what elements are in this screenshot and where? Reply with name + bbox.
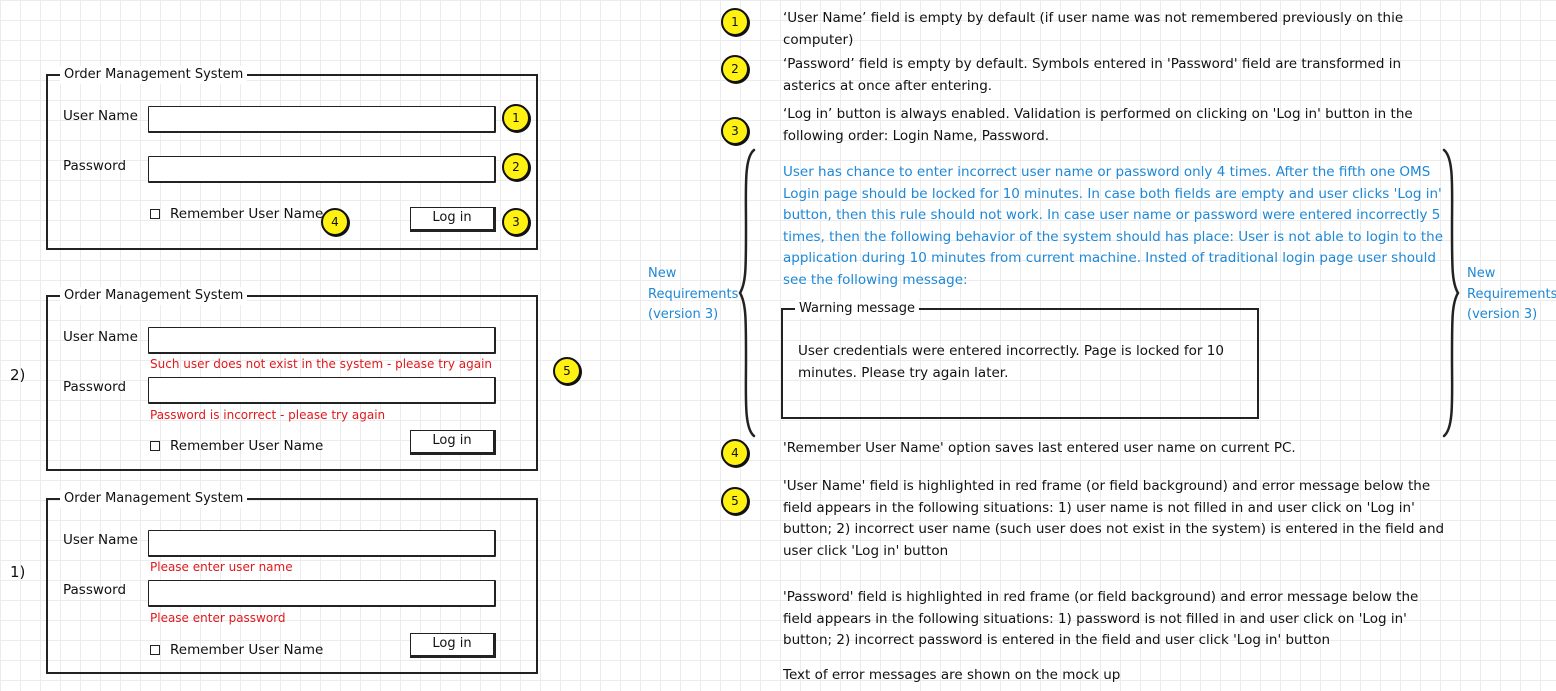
- panel-title: Order Management System: [60, 66, 248, 84]
- remember-checkbox[interactable]: [150, 441, 160, 451]
- user-name-input[interactable]: [148, 327, 496, 354]
- password-input[interactable]: [148, 156, 496, 183]
- login-panel-default: Order Management System: [46, 66, 538, 250]
- left-brace: [738, 148, 756, 438]
- remember-label: Remember User Name: [170, 642, 324, 658]
- user-name-error: Such user does not exist in the system -…: [150, 357, 493, 371]
- login-panel-empty-errors: Order Management System: [46, 490, 538, 674]
- user-name-error: Please enter user name: [150, 560, 293, 574]
- login-button[interactable]: Log in: [410, 633, 496, 658]
- password-input[interactable]: [148, 377, 496, 404]
- note-badge-5: 5: [721, 487, 749, 515]
- panel-title: Order Management System: [60, 287, 248, 305]
- user-name-input[interactable]: [148, 106, 496, 133]
- note-5-error-text: Text of error messages are shown on the …: [783, 667, 1121, 683]
- user-name-label: User Name: [63, 532, 138, 548]
- password-label: Password: [63, 379, 127, 395]
- login-button[interactable]: Log in: [410, 207, 496, 232]
- callout-badge-3: 3: [502, 208, 530, 236]
- note-badge-1: 1: [721, 8, 749, 36]
- login-button[interactable]: Log in: [410, 430, 496, 455]
- warning-title: Warning message: [795, 300, 920, 318]
- right-brace: [1442, 148, 1460, 438]
- note-5-password: 'Password' field is highlighted in red f…: [783, 589, 1419, 648]
- step-label: 2): [10, 366, 26, 384]
- callout-badge-5: 5: [553, 357, 581, 385]
- new-requirements-label-left: New Requirements (version 3): [648, 266, 739, 322]
- note-3: ‘Log in’ button is always enabled. Valid…: [783, 106, 1413, 144]
- password-label: Password: [63, 158, 127, 174]
- password-error: Please enter password: [150, 611, 286, 625]
- note-badge-3: 3: [721, 117, 749, 145]
- user-name-input[interactable]: [148, 530, 496, 557]
- note-4: 'Remember User Name' option saves last e…: [783, 440, 1296, 456]
- callout-badge-4: 4: [321, 208, 349, 236]
- password-input[interactable]: [148, 580, 496, 607]
- remember-checkbox[interactable]: [150, 209, 160, 219]
- callout-badge-1: 1: [502, 104, 530, 132]
- warning-message-panel: Warning message User credentials were en…: [781, 300, 1259, 419]
- callout-badge-2: 2: [502, 153, 530, 181]
- note-badge-2: 2: [721, 55, 749, 83]
- note-badge-4: 4: [721, 439, 749, 467]
- login-panel-server-errors: Order Management System: [46, 287, 538, 471]
- password-label: Password: [63, 582, 127, 598]
- note-1: ‘User Name’ field is empty by default (i…: [783, 10, 1404, 48]
- remember-checkbox[interactable]: [150, 645, 160, 655]
- remember-label: Remember User Name: [170, 438, 324, 454]
- password-error: Password is incorrect - please try again: [150, 408, 386, 422]
- step-label: 1): [10, 563, 26, 581]
- panel-title: Order Management System: [60, 490, 248, 508]
- remember-label: Remember User Name: [170, 206, 324, 222]
- warning-text: User credentials were entered incorrectl…: [798, 343, 1224, 381]
- note-3-requirement: User has chance to enter incorrect user …: [783, 164, 1444, 288]
- new-requirements-label-right: New Requirements (version 3): [1467, 266, 1556, 322]
- note-5-username: 'User Name' field is highlighted in red …: [783, 478, 1445, 559]
- user-name-label: User Name: [63, 108, 138, 124]
- note-2: ‘Password’ field is empty by default. Sy…: [783, 56, 1402, 94]
- user-name-label: User Name: [63, 329, 138, 345]
